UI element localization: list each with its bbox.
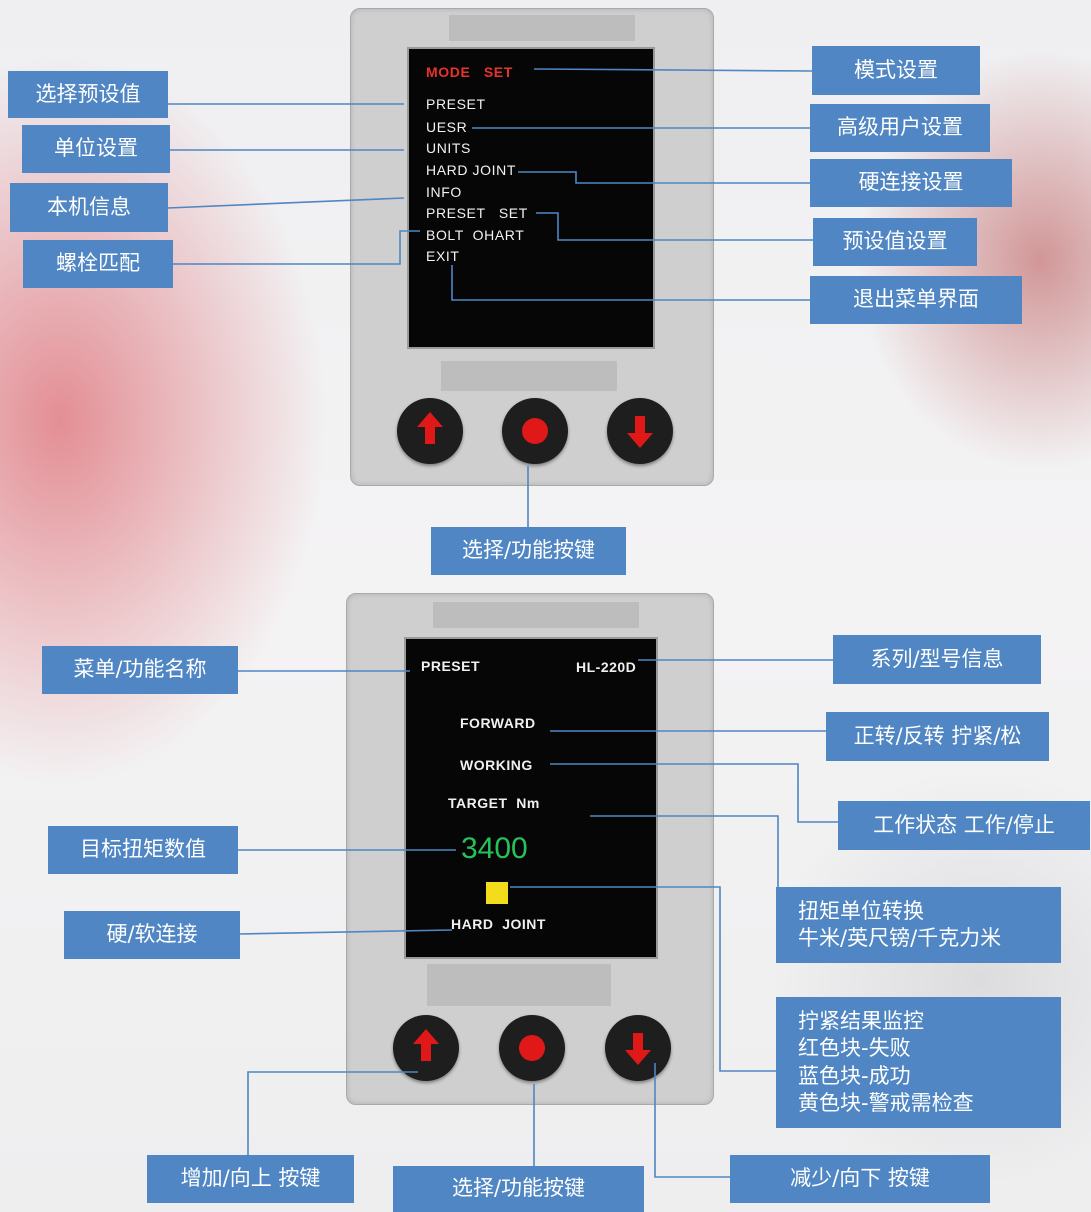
label-unit-convert: 扭矩单位转换 牛米/英尺镑/千克力米 [776,887,1061,963]
label-hard-joint-setting: 硬连接设置 [810,159,1012,207]
screen-target-value: 3400 [461,832,528,865]
up-button-bottom[interactable] [393,1015,459,1081]
label-menu-function-name: 菜单/功能名称 [42,646,238,694]
label-increase-key: 增加/向上 按键 [147,1155,354,1203]
up-button-top[interactable] [397,398,463,464]
top-slot [449,15,635,41]
label-result-line3: 蓝色块-成功 [798,1063,911,1088]
label-decrease-key: 减少/向下 按键 [730,1155,990,1203]
label-target-torque: 目标扭矩数值 [48,826,238,874]
screen-joint-type: HARD JOINT [451,916,546,932]
label-select-function-key-bottom: 选择/功能按键 [393,1166,644,1212]
arrow-down-icon [627,416,653,448]
label-joint-type: 硬/软连接 [64,911,240,959]
label-exit-menu: 退出菜单界面 [810,276,1022,324]
label-bolt-match: 螺栓匹配 [23,240,173,288]
label-preset-setting: 预设值设置 [813,218,977,266]
label-forward-reverse: 正转/反转 拧紧/松 [826,712,1049,761]
label-select-function-key-top: 选择/功能按键 [431,527,626,575]
menu-item-preset[interactable]: PRESET [426,96,486,112]
menu-screen [407,47,655,349]
arrow-up-icon [417,412,443,444]
label-work-status: 工作状态 工作/停止 [838,801,1090,850]
select-dot-icon [522,418,548,444]
label-result-line4: 黄色块-警戒需检查 [798,1090,974,1115]
menu-item-units[interactable]: UNITS [426,140,471,156]
label-result-line2: 红色块-失败 [798,1036,911,1061]
result-indicator-block [486,882,508,904]
menu-title-mode-set: MODE SET [426,64,513,80]
screen-model: HL-220D [576,659,637,675]
label-unit-convert-line1: 扭矩单位转换 [798,898,924,923]
menu-item-hard-joint[interactable]: HARD JOINT [426,162,516,178]
top-slot [433,602,639,628]
arrow-down-icon [625,1033,651,1065]
screen-menu-name: PRESET [421,658,481,674]
label-select-preset: 选择预设值 [8,71,168,118]
label-mode-setting: 模式设置 [812,46,980,95]
work-screen [404,637,658,959]
select-dot-icon [519,1035,545,1061]
menu-item-exit[interactable]: EXIT [426,248,460,264]
down-button-top[interactable] [607,398,673,464]
menu-item-info[interactable]: INFO [426,184,462,200]
label-result-monitor: 拧紧结果监控 红色块-失败 蓝色块-成功 黄色块-警戒需检查 [776,997,1061,1128]
label-result-line1: 拧紧结果监控 [798,1008,924,1033]
menu-item-user[interactable]: UESR [426,119,468,135]
bottom-slot [427,964,611,1006]
menu-item-preset-set[interactable]: PRESET SET [426,205,528,221]
arrow-up-icon [413,1029,439,1061]
label-advanced-user: 高级用户设置 [810,104,990,152]
menu-item-bolt-chart[interactable]: BOLT OHART [426,227,525,243]
label-unit-convert-line2: 牛米/英尺镑/千克力米 [798,926,1002,950]
label-machine-info: 本机信息 [10,183,168,232]
bottom-slot [441,361,617,391]
select-button-bottom[interactable] [499,1015,565,1081]
label-series-model: 系列/型号信息 [833,635,1041,684]
screen-direction: FORWARD [460,715,536,731]
select-button-top[interactable] [502,398,568,464]
screen-status: WORKING [460,757,533,773]
down-button-bottom[interactable] [605,1015,671,1081]
screen-target-label: TARGET Nm [448,795,540,811]
label-unit-setting: 单位设置 [22,125,170,173]
